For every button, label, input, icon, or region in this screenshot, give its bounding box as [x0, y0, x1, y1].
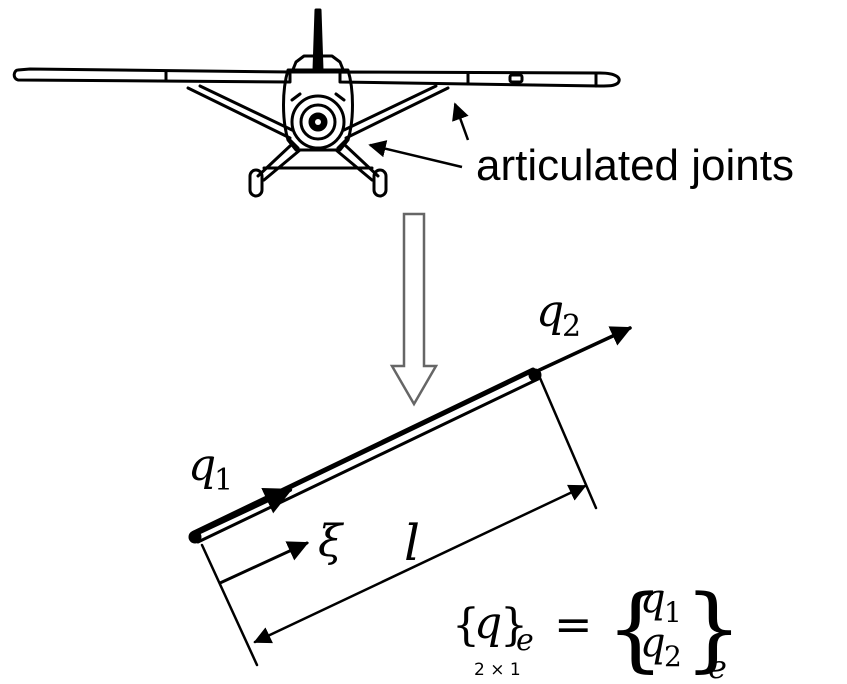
svg-text:=: =	[554, 597, 593, 651]
bar-element	[188, 326, 632, 667]
q1-arrow	[194, 488, 293, 536]
length-label: l	[404, 514, 420, 572]
svg-text:q: q	[474, 598, 502, 649]
svg-text:{: {	[452, 600, 480, 651]
svg-text:1: 1	[214, 463, 233, 498]
xi-arrow	[218, 541, 309, 585]
svg-text:2: 2	[562, 309, 581, 344]
node-1	[188, 530, 202, 544]
q2-label: q 2	[536, 286, 581, 344]
svg-text:1: 1	[664, 596, 682, 629]
equation: { q } e 2 × 1 = { q 1 q 2 } e	[452, 575, 743, 684]
svg-text:q: q	[536, 286, 564, 337]
svg-text:e: e	[708, 648, 727, 684]
joint-pointer-lower	[368, 140, 463, 169]
svg-text:2 × 1: 2 × 1	[474, 660, 521, 680]
svg-text:e: e	[516, 623, 534, 658]
svg-text:}: }	[684, 575, 743, 682]
svg-text:2: 2	[664, 640, 682, 673]
node-2	[528, 368, 542, 382]
svg-text:{: {	[606, 575, 665, 682]
airplane-front-view-icon	[12, 8, 621, 198]
joint-pointer-upper	[452, 102, 470, 141]
svg-text:q: q	[640, 620, 666, 666]
q1-label: q 1	[188, 440, 233, 498]
svg-text:q: q	[640, 576, 666, 622]
svg-text:}: }	[500, 600, 528, 651]
q2-arrow	[531, 326, 632, 375]
svg-text:q: q	[188, 440, 216, 491]
articulated-joints-label: articulated joints	[476, 141, 794, 190]
down-hollow-arrow-icon	[389, 212, 439, 407]
vector-top: q 1	[640, 576, 682, 629]
length-dimension	[253, 484, 587, 644]
vector-bottom: q 2	[640, 620, 682, 673]
xi-label: ξ	[318, 516, 345, 567]
